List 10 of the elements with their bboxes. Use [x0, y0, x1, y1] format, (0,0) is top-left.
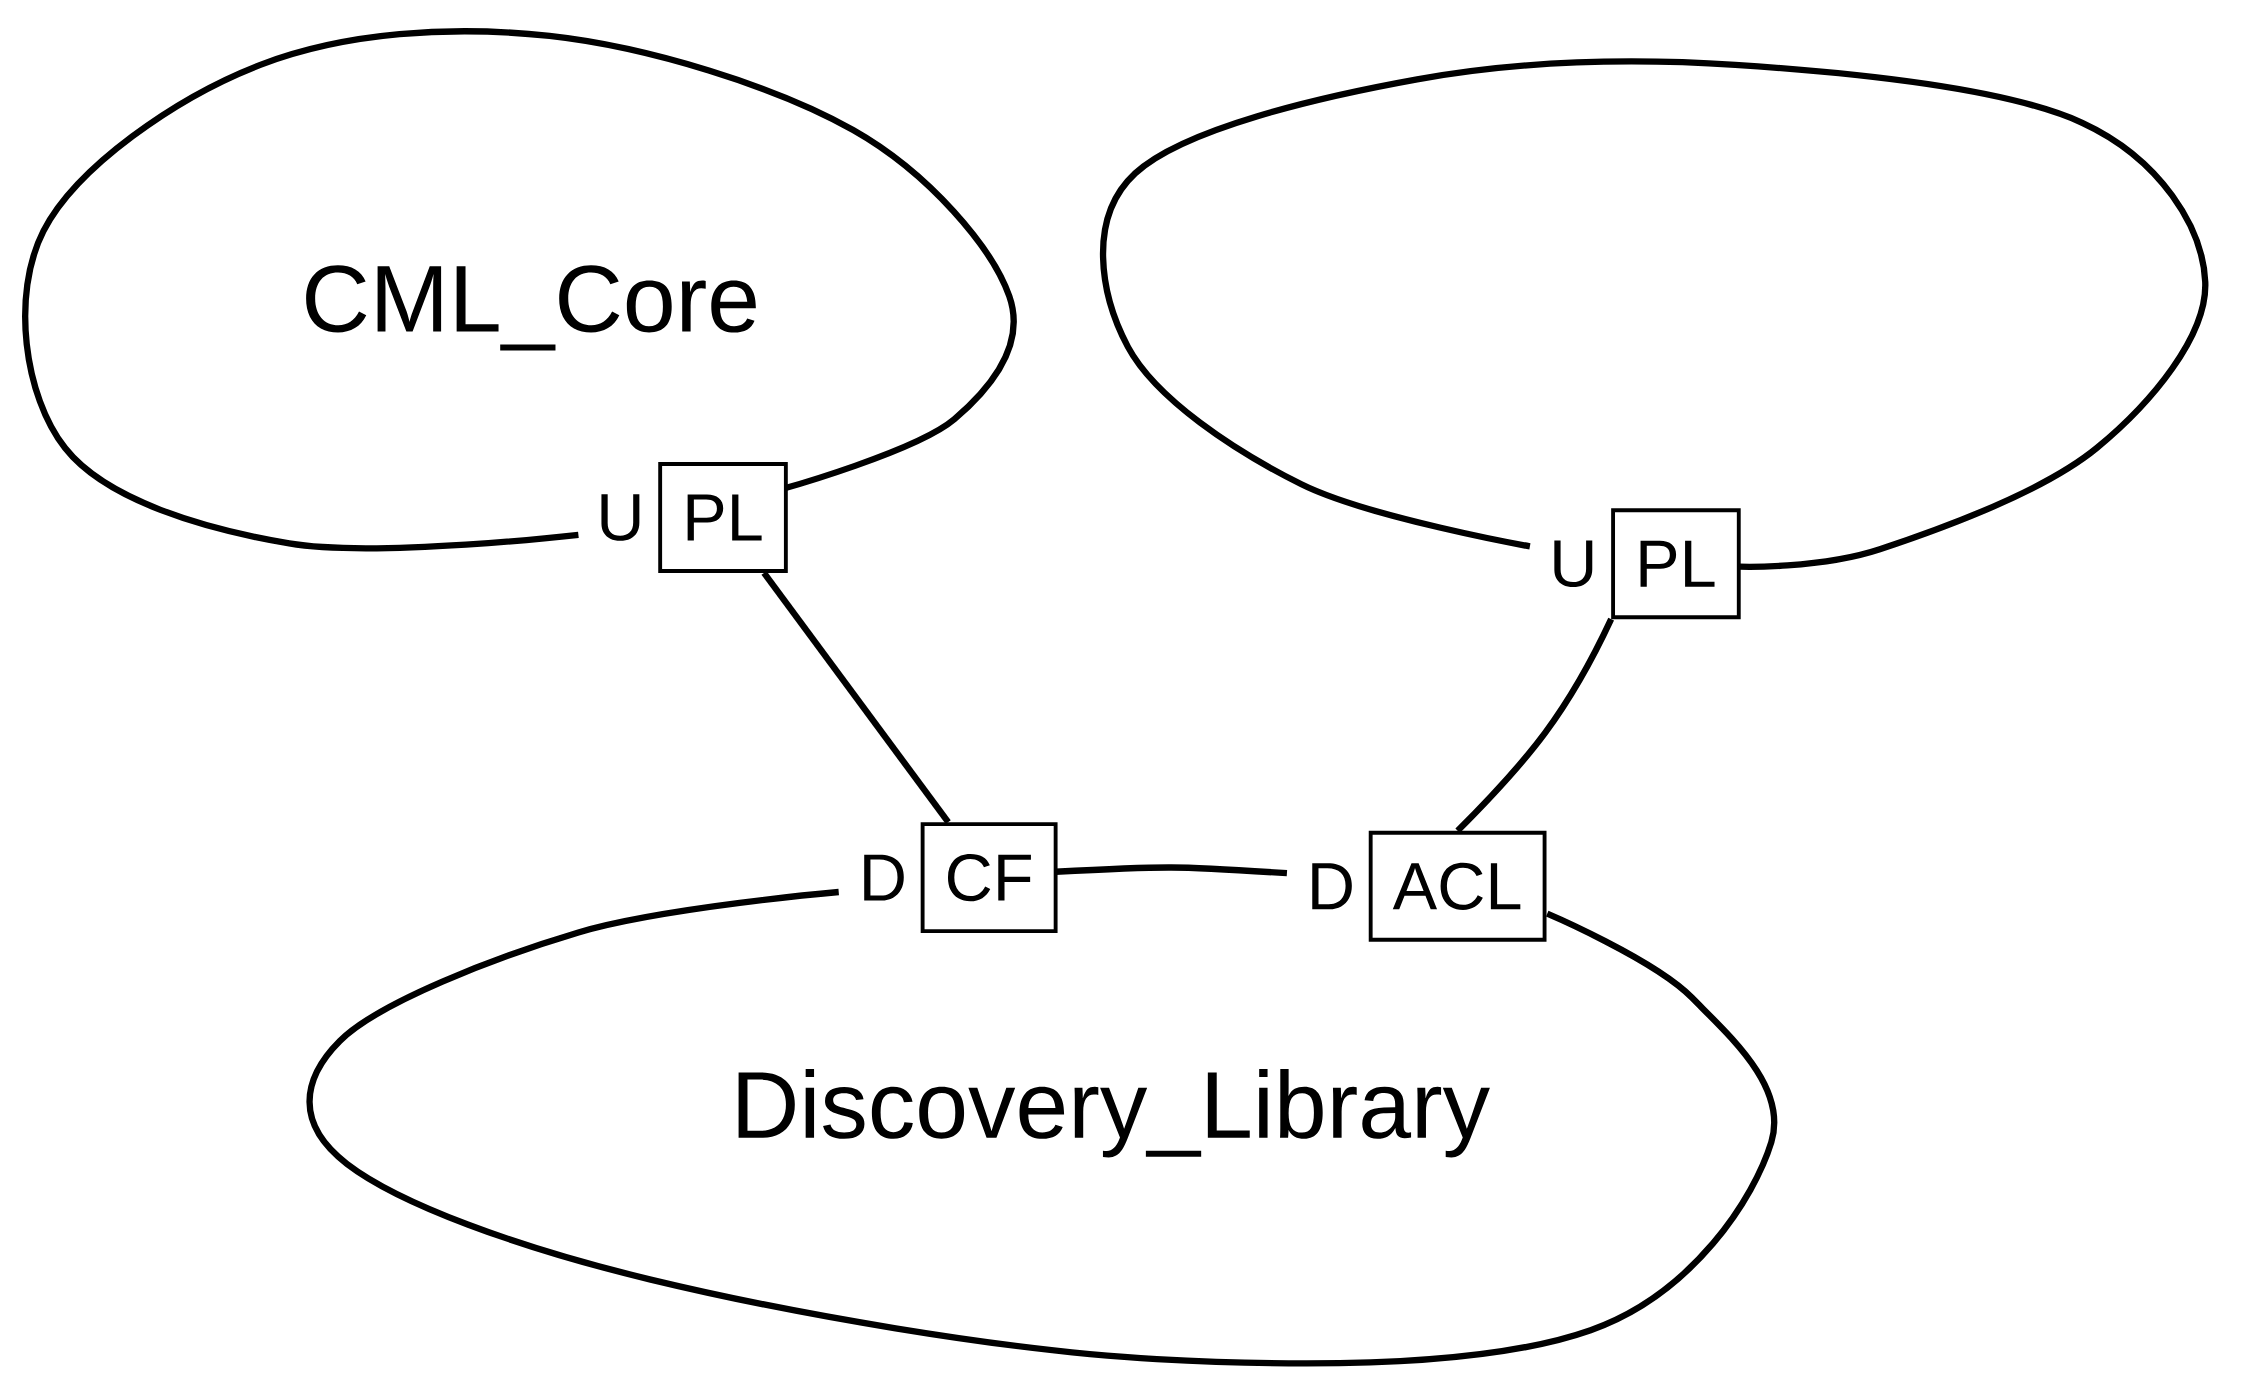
relation-line [1455, 617, 1614, 834]
role-label: D [864, 854, 904, 901]
role-label: U [1554, 540, 1593, 588]
role-label: U [601, 494, 640, 541]
relation-box: CF [920, 822, 1058, 933]
relation-line [761, 571, 951, 825]
role-label: D [1312, 863, 1352, 910]
relation-box: PL [1611, 508, 1741, 620]
relation-box: PL [658, 462, 788, 573]
relation-box: ACL [1368, 830, 1547, 942]
